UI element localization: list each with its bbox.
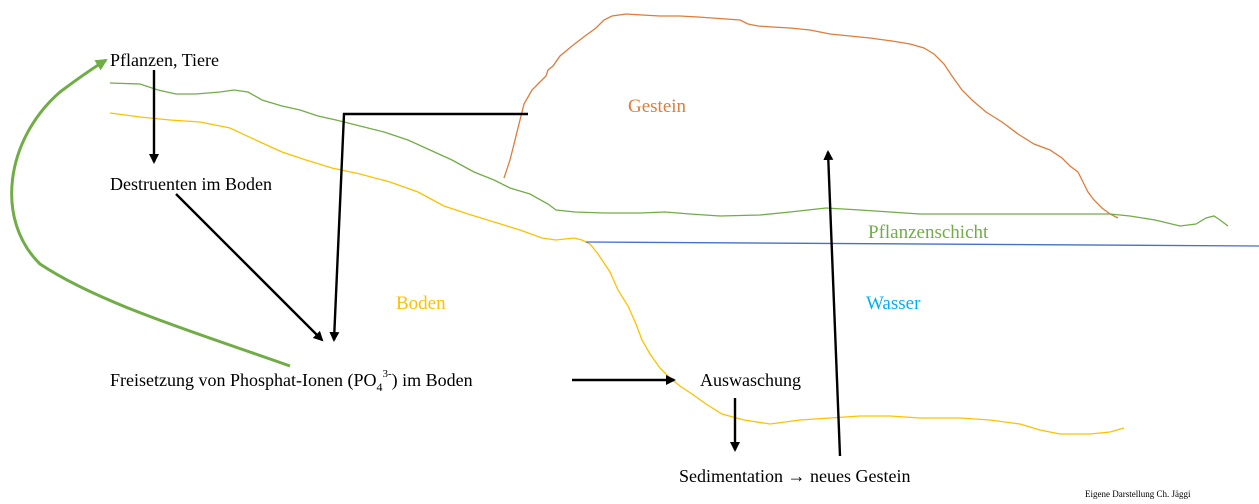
label-phosphate-release: Freisetzung von Phosphat-Ionen (PO43-) i… bbox=[110, 368, 473, 394]
region-label-soil: Boden bbox=[396, 293, 446, 314]
label-leaching: Auswaschung bbox=[700, 370, 801, 390]
label-release-sub: 4 bbox=[376, 380, 382, 394]
label-release-suffix: ) im Boden bbox=[392, 370, 473, 391]
plant-layer-line bbox=[109, 82, 1229, 227]
arrow-decomposers-to-release bbox=[175, 193, 324, 342]
arrow-rock-weathering-to-release bbox=[329, 112, 528, 342]
label-release-sup: 3- bbox=[382, 368, 392, 380]
region-label-rock: Gestein bbox=[628, 96, 687, 117]
uptake-cycle-arrow bbox=[10, 58, 291, 368]
region-label-plant-layer: Pflanzenschicht bbox=[868, 222, 989, 243]
arrow-sedimentation-to-rock bbox=[823, 150, 842, 457]
label-release-prefix: Freisetzung von Phosphat-Ionen (PO bbox=[110, 370, 376, 391]
rock-outline bbox=[503, 13, 1119, 219]
label-plants-animals: Pflanzen, Tiere bbox=[110, 50, 219, 70]
soil-line bbox=[109, 112, 1125, 435]
label-sedimentation: Sedimentation → neues Gestein bbox=[679, 466, 910, 486]
label-decomposers: Destruenten im Boden bbox=[110, 174, 272, 194]
region-label-water: Wasser bbox=[866, 293, 921, 314]
water-line bbox=[585, 241, 1259, 247]
credit-text: Eigene Darstellung Ch. Jäggi bbox=[1085, 489, 1191, 499]
